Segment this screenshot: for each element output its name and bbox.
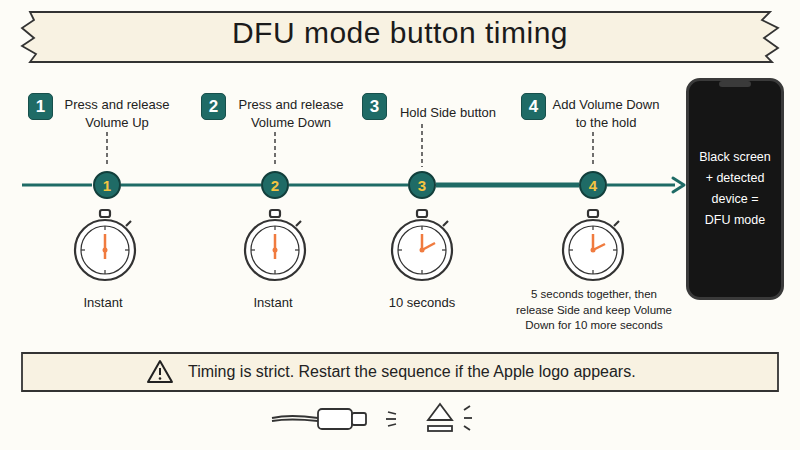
step-badge: 4	[521, 93, 546, 120]
duration-caption: Instant	[225, 294, 321, 312]
stopwatches	[75, 210, 623, 280]
node-text: 3	[370, 97, 379, 117]
warning-icon	[148, 361, 172, 382]
node-text: 2	[209, 97, 218, 117]
timeline-marker: 3	[408, 171, 436, 199]
phone-notch	[719, 81, 751, 87]
step-badge: 3	[362, 93, 387, 120]
timeline-marker: 2	[261, 171, 289, 199]
timeline-marker: 1	[93, 171, 121, 199]
node-text: 2	[271, 177, 279, 194]
leader-lines	[107, 124, 593, 167]
step-label: Hold Side button	[390, 104, 506, 122]
step-badge: 1	[28, 93, 53, 120]
step-label: Press and release Volume Up	[58, 96, 176, 131]
warning-note: Timing is strict. Restart the sequence i…	[22, 353, 778, 391]
node-text: 1	[36, 97, 45, 117]
duration-caption: 5 seconds together, then release Side an…	[513, 287, 675, 334]
timeline-segment	[121, 185, 261, 186]
node-text: Timing is strict. Restart the sequence i…	[188, 363, 636, 381]
node-text: 3	[418, 177, 426, 194]
diagram-title: DFU mode button timing	[0, 16, 800, 50]
step-label: Press and release Volume Down	[229, 96, 353, 131]
node-text: 4	[589, 177, 597, 194]
warning-banner	[22, 353, 778, 391]
duration-caption: Instant	[55, 294, 151, 312]
timeline-segment	[289, 185, 408, 186]
node-text: 1	[103, 177, 111, 194]
timeline-marker: 4	[579, 171, 607, 199]
timeline-segment	[436, 185, 579, 186]
cable-illustration	[272, 404, 472, 431]
node-text: 4	[529, 97, 538, 117]
timeline-start	[22, 184, 92, 187]
timeline-segment	[607, 178, 684, 192]
step-label: Add Volume Down to the hold	[548, 96, 664, 131]
node-text: Black screen + detected device = DFU mod…	[697, 147, 773, 232]
phone-screen: Black screen + detected device = DFU mod…	[686, 78, 784, 300]
step-badge: 2	[201, 93, 226, 120]
duration-caption: 10 seconds	[367, 294, 477, 312]
